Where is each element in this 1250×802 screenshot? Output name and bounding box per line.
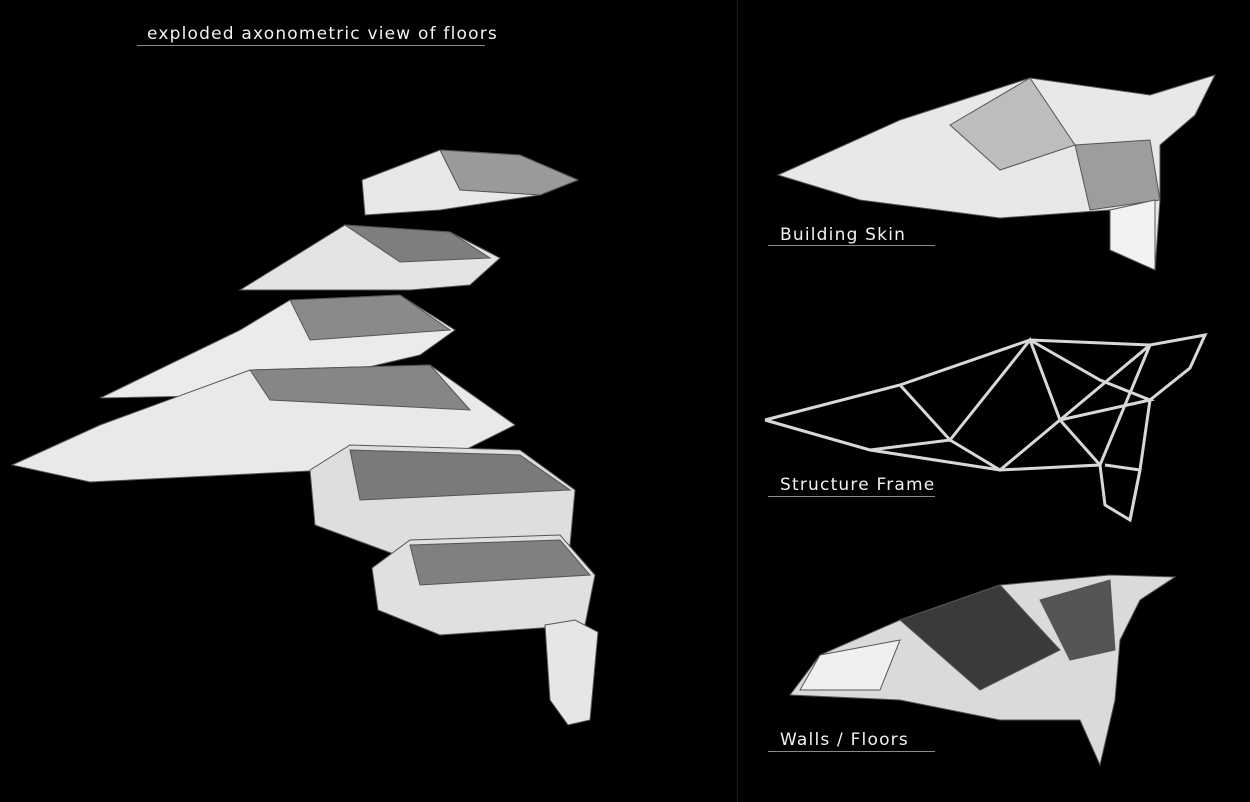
walls-floors-model (789, 574, 1177, 767)
building-skin-underline (768, 245, 935, 246)
structure-frame-underline (768, 496, 935, 497)
floor-level-4 (99, 294, 456, 399)
page-title: exploded axonometric view of floors (147, 24, 498, 44)
structure-frame-model (764, 333, 1208, 523)
title-underline (137, 45, 485, 46)
floor-level-5 (238, 224, 501, 291)
walls-floors-underline (768, 751, 935, 752)
core-shaft (544, 619, 599, 726)
walls-floors-label: Walls / Floors (780, 730, 909, 750)
building-skin-model (776, 74, 1216, 271)
floor-level-6 (361, 149, 580, 216)
floor-level-2 (309, 444, 576, 561)
floor-level-1 (371, 534, 596, 636)
building-skin-label: Building Skin (780, 225, 907, 245)
structure-frame-label: Structure Frame (780, 475, 936, 495)
panel-divider (737, 0, 738, 802)
